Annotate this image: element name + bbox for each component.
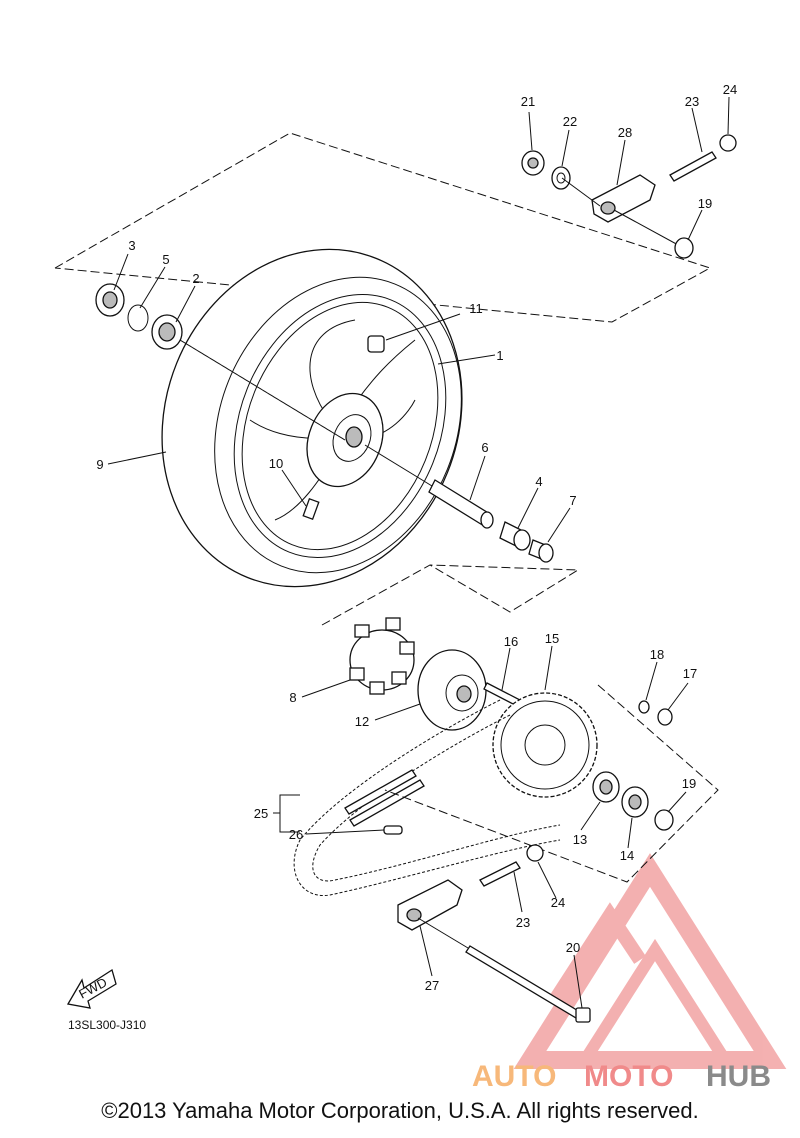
callout-19-lower: 19 bbox=[682, 776, 696, 791]
callout-8: 8 bbox=[289, 690, 296, 705]
callout-1: 1 bbox=[496, 348, 503, 363]
callout-11: 11 bbox=[469, 301, 483, 316]
washer-18 bbox=[638, 700, 650, 714]
callout-12: 12 bbox=[355, 714, 369, 729]
callout-19-upper: 19 bbox=[698, 196, 712, 211]
callout-13: 13 bbox=[573, 832, 587, 847]
callout-23-upper: 23 bbox=[685, 94, 699, 109]
adjust-bolt-23-lower bbox=[479, 861, 521, 887]
callout-26: 26 bbox=[289, 827, 303, 842]
callout-22: 22 bbox=[563, 114, 577, 129]
callout-20: 20 bbox=[566, 940, 580, 955]
watermark-logo bbox=[513, 853, 787, 1069]
joint-links-25 bbox=[344, 769, 425, 827]
bearing-14 bbox=[621, 786, 649, 818]
axle-20 bbox=[465, 945, 591, 1023]
circlip-5 bbox=[127, 304, 149, 332]
callout-7: 7 bbox=[569, 493, 576, 508]
bearing-4 bbox=[499, 521, 531, 551]
callout-15: 15 bbox=[545, 631, 559, 646]
bearing-3 bbox=[95, 283, 125, 317]
damper-8 bbox=[349, 617, 415, 695]
nut-24-lower bbox=[526, 844, 544, 862]
wheel-assembly bbox=[161, 248, 463, 588]
nut-21 bbox=[521, 150, 545, 176]
callout-18: 18 bbox=[650, 647, 664, 662]
callout-6: 6 bbox=[481, 440, 488, 455]
bearing-2 bbox=[151, 314, 183, 350]
callout-23-lower: 23 bbox=[516, 915, 530, 930]
watermark-text-auto: AUTO bbox=[472, 1060, 556, 1093]
callout-5: 5 bbox=[162, 252, 169, 267]
lower-assembly-outline bbox=[384, 684, 719, 883]
adjuster-27 bbox=[397, 879, 463, 931]
callout-16: 16 bbox=[504, 634, 518, 649]
middle-assembly-outline bbox=[321, 564, 580, 626]
drive-chain-25 bbox=[293, 699, 561, 896]
callout-24-upper: 24 bbox=[723, 82, 737, 97]
callout-9: 9 bbox=[96, 457, 103, 472]
adjuster-28 bbox=[591, 174, 656, 223]
callout-17: 17 bbox=[683, 666, 697, 681]
nut-24 bbox=[719, 134, 737, 152]
valve-cap-11 bbox=[367, 335, 385, 353]
clutch-hub-12 bbox=[417, 649, 487, 731]
bearing-13 bbox=[592, 771, 620, 803]
collar-19-upper bbox=[674, 237, 694, 259]
callout-24-lower: 24 bbox=[551, 895, 565, 910]
sprocket-15 bbox=[492, 692, 598, 798]
callout-14: 14 bbox=[620, 848, 634, 863]
collar-19-lower bbox=[654, 809, 674, 831]
copyright-notice: ©2013 Yamaha Motor Corporation, U.S.A. A… bbox=[101, 1098, 699, 1123]
callout-28: 28 bbox=[618, 125, 632, 140]
watermark-text-hub: HUB bbox=[706, 1060, 771, 1093]
callout-10: 10 bbox=[269, 456, 283, 471]
callout-27: 27 bbox=[425, 978, 439, 993]
nut-17 bbox=[657, 708, 673, 726]
callout-2: 2 bbox=[192, 271, 199, 286]
fwd-arrow-icon: FWD bbox=[66, 968, 117, 1009]
collar-6 bbox=[428, 479, 494, 529]
callout-4: 4 bbox=[535, 474, 542, 489]
adjust-bolt-23 bbox=[669, 151, 717, 182]
callout-3: 3 bbox=[128, 238, 135, 253]
joint-26 bbox=[383, 825, 403, 835]
callout-25: 25 bbox=[254, 806, 268, 821]
leader-lines bbox=[107, 96, 730, 1009]
watermark-text-moto: MOTO bbox=[584, 1060, 673, 1093]
washer-22 bbox=[551, 166, 571, 190]
reference-code: 13SL300-J310 bbox=[68, 1018, 147, 1032]
spacer-7 bbox=[528, 539, 554, 563]
callout-21: 21 bbox=[521, 94, 535, 109]
